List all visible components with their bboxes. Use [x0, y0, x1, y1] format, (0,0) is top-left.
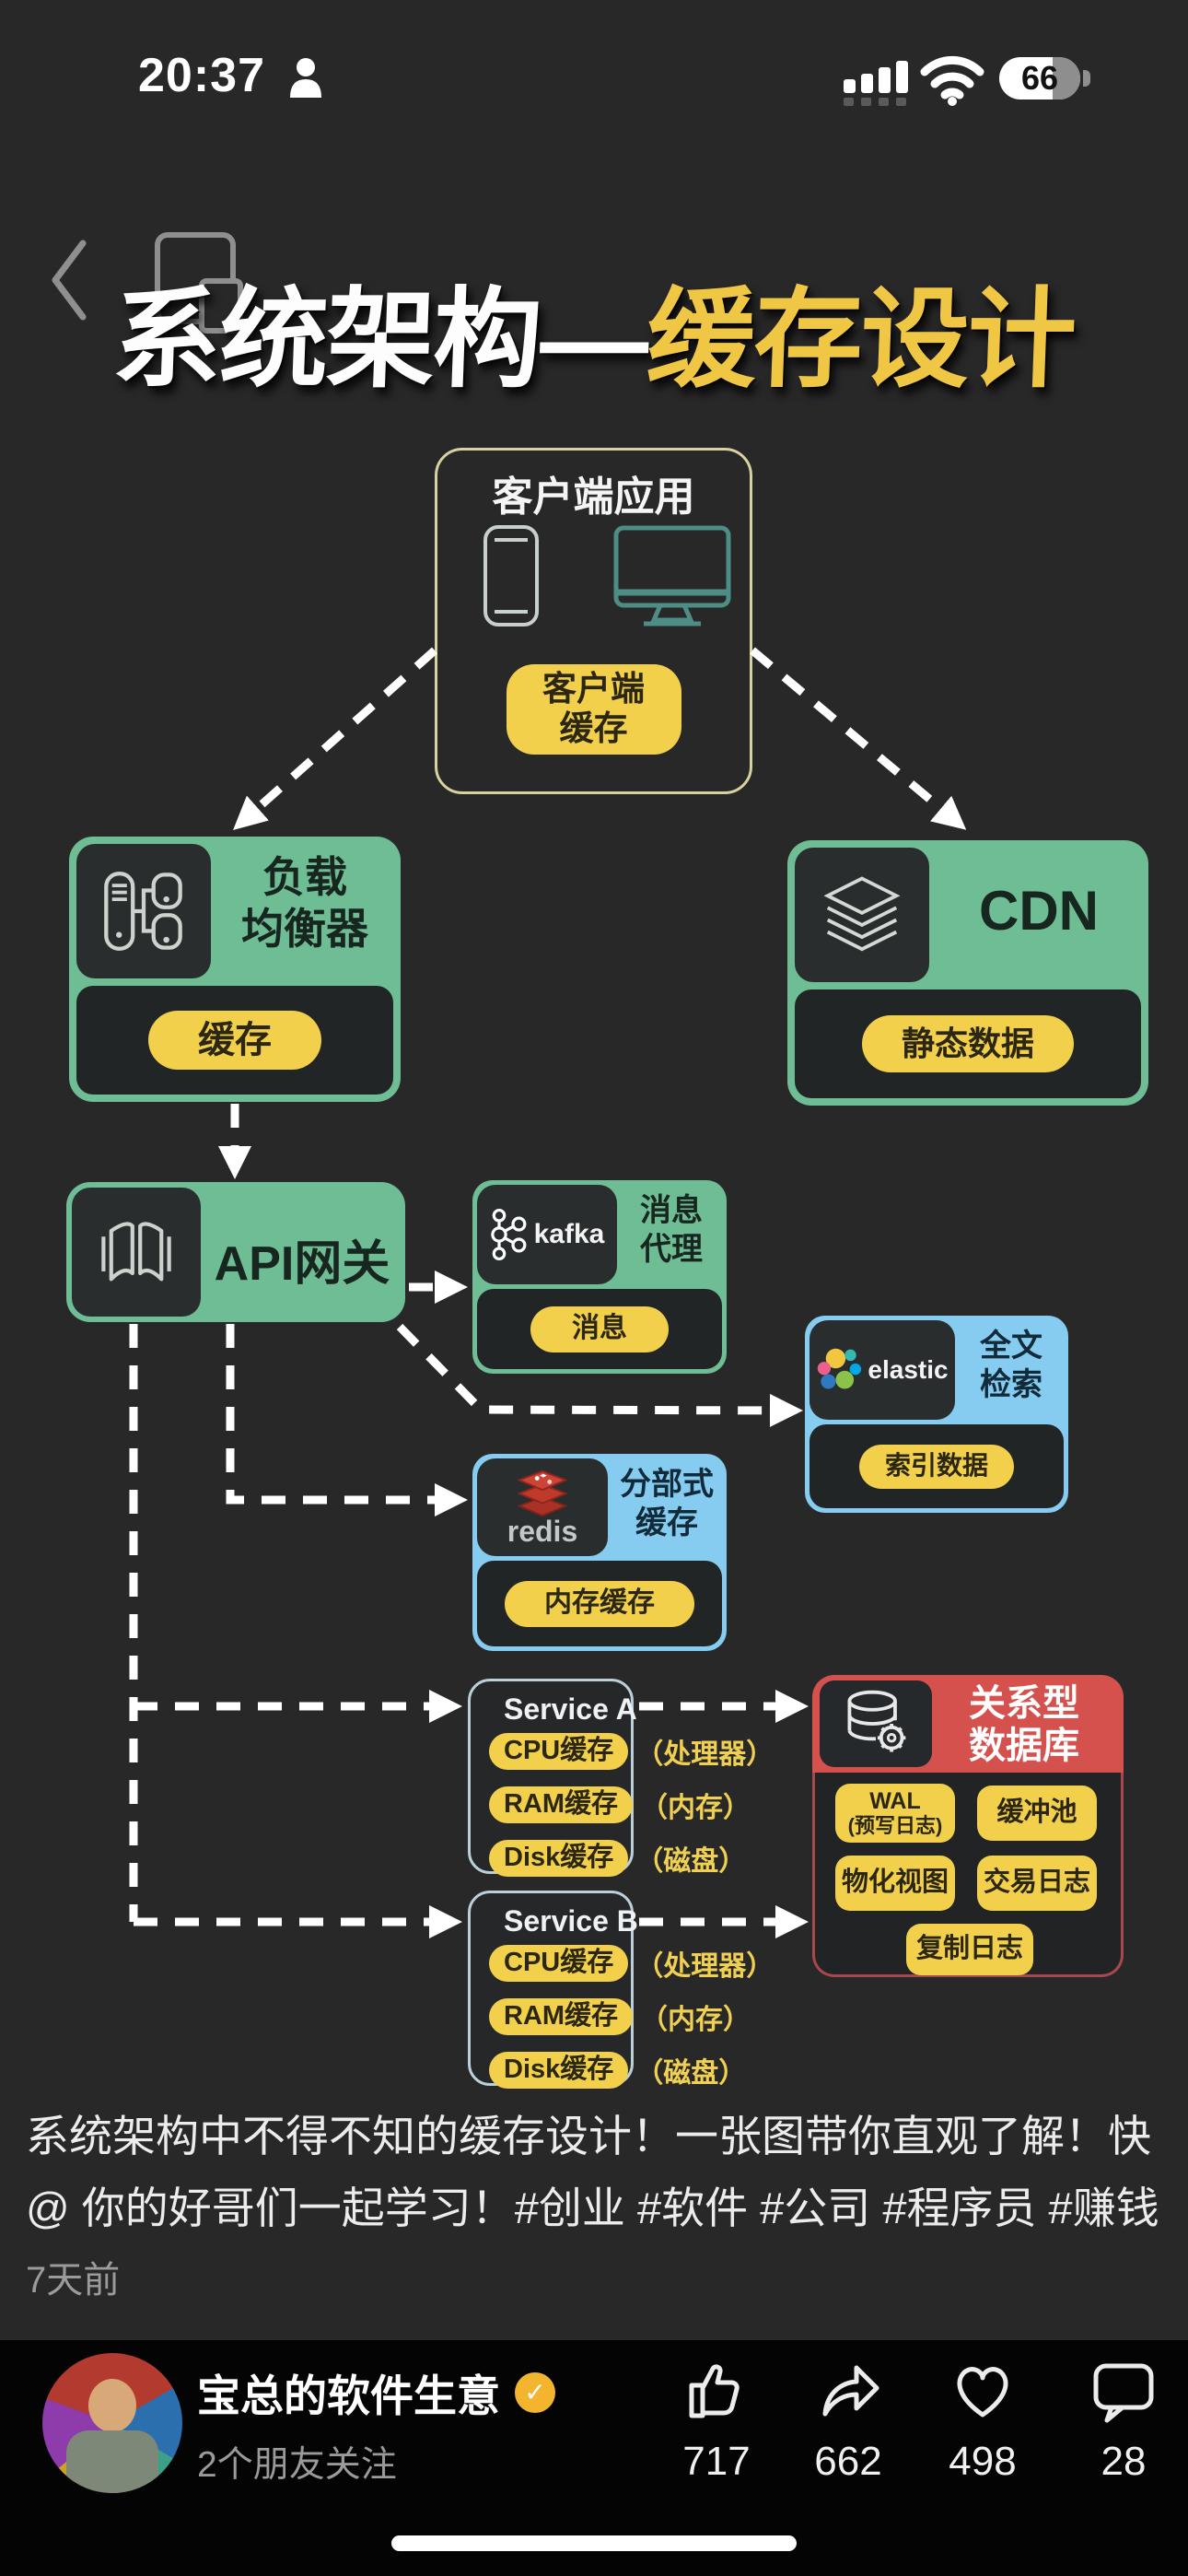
- node-api-gateway: API网关: [66, 1182, 405, 1322]
- load-balancer-icon: [76, 844, 211, 978]
- materialized-view-badge: 物化视图: [835, 1856, 955, 1911]
- buffer-pool-badge: 缓冲池: [977, 1786, 1097, 1841]
- relational-db-title: 关系型 数据库: [969, 1683, 1079, 1766]
- comment-count: 28: [1101, 2439, 1147, 2484]
- lb-cache-badge: 缓存: [148, 1011, 321, 1070]
- title-white: 系统架构—: [111, 279, 649, 401]
- gateway-icon: [72, 1188, 201, 1317]
- service-b-title: Service B: [504, 1904, 638, 1938]
- caption-line-2: @ 你的好哥们一起学习！#创业 #软件 #公司 #程序员 #赚钱: [26, 2184, 1159, 2232]
- post-timestamp: 7天前: [26, 2260, 121, 2301]
- followers-label: 2个朋友关注: [197, 2445, 397, 2485]
- favorite-button[interactable]: 498: [927, 2357, 1038, 2485]
- elastic-index-badge: 索引数据: [859, 1444, 1014, 1489]
- service-a-row-ram: RAM缓存 （内存）: [489, 1785, 751, 1825]
- node-client-app: 客户端应用 客户端 缓存: [435, 448, 752, 794]
- post-caption: 系统架构中不得不知的缓存设计！一张图带你直观了解！快 @ 你的好哥们一起学习！#…: [26, 2101, 1168, 2244]
- service-b-row-disk: Disk缓存 （磁盘）: [489, 2050, 746, 2090]
- battery-nub: [1083, 70, 1090, 87]
- elastic-logo-icon: elastic: [809, 1320, 955, 1420]
- cdn-sub-box: 静态数据: [795, 989, 1141, 1098]
- redis-logo-icon: redis: [477, 1458, 608, 1556]
- share-button[interactable]: 662: [793, 2357, 903, 2485]
- transaction-log-badge: 交易日志: [977, 1856, 1097, 1911]
- kafka-sub-box: 消息: [477, 1289, 722, 1369]
- node-service-b: Service B CPU缓存 （处理器） RAM缓存 （内存） Disk缓存 …: [468, 1891, 774, 2089]
- load-balancer-title: 负载 均衡器: [241, 853, 368, 953]
- share-count: 662: [814, 2439, 882, 2484]
- battery-percent: 66: [1020, 59, 1059, 97]
- home-indicator[interactable]: [391, 2535, 797, 2551]
- node-elastic: elastic 全文 检索 索引数据: [805, 1316, 1068, 1513]
- monitor-icon: [613, 525, 731, 626]
- kafka-logo-icon: kafka: [477, 1185, 617, 1284]
- redis-logo-text: redis: [507, 1514, 578, 1548]
- service-a-title: Service A: [504, 1692, 637, 1726]
- replication-log-badge: 复制日志: [906, 1924, 1033, 1975]
- node-load-balancer: 负载 均衡器 缓存: [69, 837, 401, 1102]
- node-service-a: Service A CPU缓存 （处理器） RAM缓存 （内存） Disk缓存 …: [468, 1679, 774, 1877]
- database-gear-icon: [820, 1680, 932, 1767]
- cdn-static-badge: 静态数据: [862, 1015, 1074, 1072]
- node-relational-db: 关系型 数据库 WAL (预写日志) 缓冲池 物化视图 交易日志 复制日志: [812, 1675, 1124, 1977]
- comment-icon: [1093, 2363, 1154, 2423]
- service-b-row-cpu: CPU缓存 （处理器）: [489, 1943, 774, 1984]
- service-a-row-cpu: CPU缓存 （处理器）: [489, 1731, 774, 1772]
- kafka-title: 消息 代理: [640, 1193, 703, 1267]
- elastic-logo-text: elastic: [868, 1355, 949, 1384]
- redis-memory-badge: 内存缓存: [505, 1580, 694, 1627]
- kafka-message-badge: 消息: [530, 1306, 669, 1352]
- elastic-sub-box: 索引数据: [809, 1424, 1064, 1508]
- node-redis: redis 分部式 缓存 内存缓存: [472, 1454, 727, 1651]
- thumb-up-icon: [689, 2364, 740, 2418]
- comment-button[interactable]: 28: [1068, 2357, 1179, 2485]
- battery-icon: 66: [999, 57, 1080, 100]
- service-b-row-ram: RAM缓存 （内存）: [489, 1996, 751, 2037]
- battery-unfilled: [1053, 57, 1080, 100]
- node-cdn: CDN 静态数据: [787, 840, 1148, 1106]
- kafka-logo-text: kafka: [533, 1219, 605, 1249]
- title-yellow: 缓存设计: [645, 279, 1077, 401]
- page-title: 系统架构—缓存设计: [0, 251, 1188, 408]
- redis-sub-box: 内存缓存: [477, 1561, 722, 1646]
- relational-db-body: WAL (预写日志) 缓冲池 物化视图 交易日志 复制日志: [812, 1773, 1124, 1977]
- smartphone-icon: [483, 525, 539, 626]
- client-cache-badge: 客户端 缓存: [506, 664, 681, 755]
- heart-icon: [957, 2367, 1008, 2418]
- wifi-icon: [920, 55, 984, 106]
- service-a-row-disk: Disk缓存 （磁盘）: [489, 1838, 746, 1879]
- like-button[interactable]: 717: [661, 2357, 772, 2485]
- person-icon: [290, 58, 321, 98]
- caption-line-1: 系统架构中不得不知的缓存设计！一张图带你直观了解！快: [26, 2112, 1151, 2160]
- favorite-count: 498: [949, 2439, 1017, 2484]
- verified-badge-icon: ✓: [515, 2371, 555, 2413]
- bottom-action-bar: 宝总的软件生意 ✓ 2个朋友关注 717 662 498: [0, 2340, 1188, 2576]
- storage-layers-icon: [795, 848, 929, 982]
- cdn-title: CDN: [979, 880, 1099, 942]
- relational-db-header: 关系型 数据库: [812, 1675, 1124, 1773]
- node-kafka: kafka 消息 代理 消息: [472, 1180, 727, 1374]
- signal-icon: [844, 61, 908, 106]
- elastic-title: 全文 检索: [980, 1329, 1042, 1402]
- client-app-title: 客户端应用: [492, 474, 695, 520]
- wal-badge: WAL (预写日志): [835, 1784, 955, 1843]
- like-count: 717: [682, 2439, 751, 2484]
- back-button[interactable]: [48, 238, 90, 322]
- load-balancer-sub-box: 缓存: [76, 986, 393, 1095]
- share-icon: [822, 2365, 879, 2417]
- screen-mirroring-button[interactable]: [155, 232, 243, 334]
- avatar[interactable]: [42, 2353, 182, 2493]
- status-time: 20:37: [138, 49, 265, 102]
- author-name[interactable]: 宝总的软件生意: [197, 2371, 500, 2420]
- api-gateway-title: API网关: [214, 1237, 390, 1291]
- redis-title: 分部式 缓存: [620, 1467, 714, 1540]
